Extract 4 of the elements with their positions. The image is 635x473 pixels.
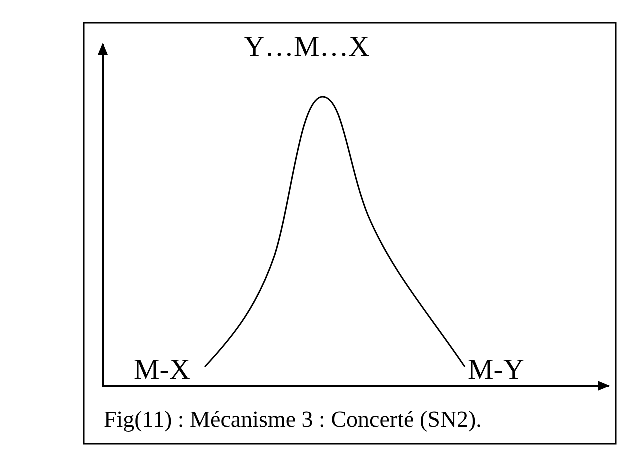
figure-caption: Fig(11) : Mécanisme 3 : Concerté (SN2). — [104, 408, 482, 431]
transition-state-label: Y…M…X — [244, 33, 370, 62]
product-label: M-Y — [468, 356, 524, 385]
reactant-label: M-X — [134, 356, 190, 385]
